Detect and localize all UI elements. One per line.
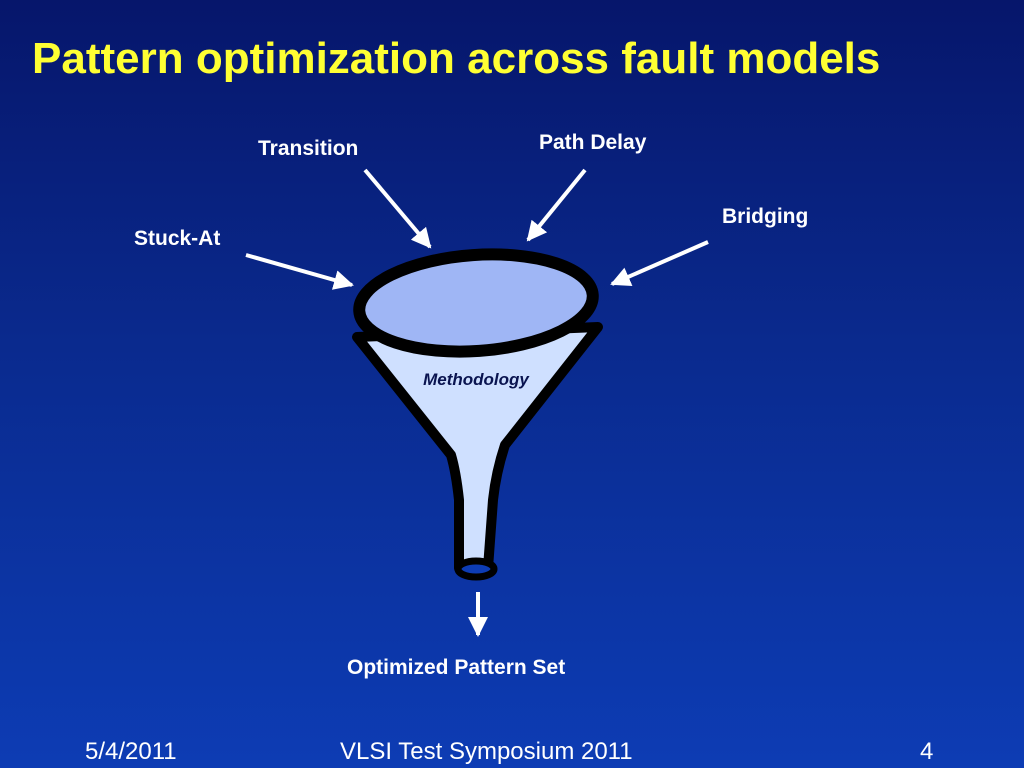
input-label-stuck-at: Stuck-At bbox=[134, 227, 221, 250]
funnel-label: Methodology bbox=[423, 370, 530, 389]
input-label-path-delay: Path Delay bbox=[539, 131, 647, 154]
stuck-at-arrow bbox=[245, 253, 354, 290]
funnel-body bbox=[352, 322, 603, 580]
funnel-mouth bbox=[353, 248, 599, 358]
bridging-arrow bbox=[610, 240, 709, 286]
input-label-transition: Transition bbox=[258, 137, 359, 160]
output-label: Optimized Pattern Set bbox=[347, 656, 566, 679]
footer-date: 5/4/2011 bbox=[85, 738, 177, 765]
footer-event: VLSI Test Symposium 2011 bbox=[340, 738, 633, 765]
funnel-spout bbox=[454, 557, 498, 581]
footer-page-number: 4 bbox=[920, 738, 934, 765]
transition-arrow bbox=[363, 168, 432, 249]
input-label-bridging: Bridging bbox=[722, 205, 809, 228]
path-delay-arrow bbox=[526, 168, 587, 242]
slide-title: Pattern optimization across fault models bbox=[32, 34, 881, 83]
